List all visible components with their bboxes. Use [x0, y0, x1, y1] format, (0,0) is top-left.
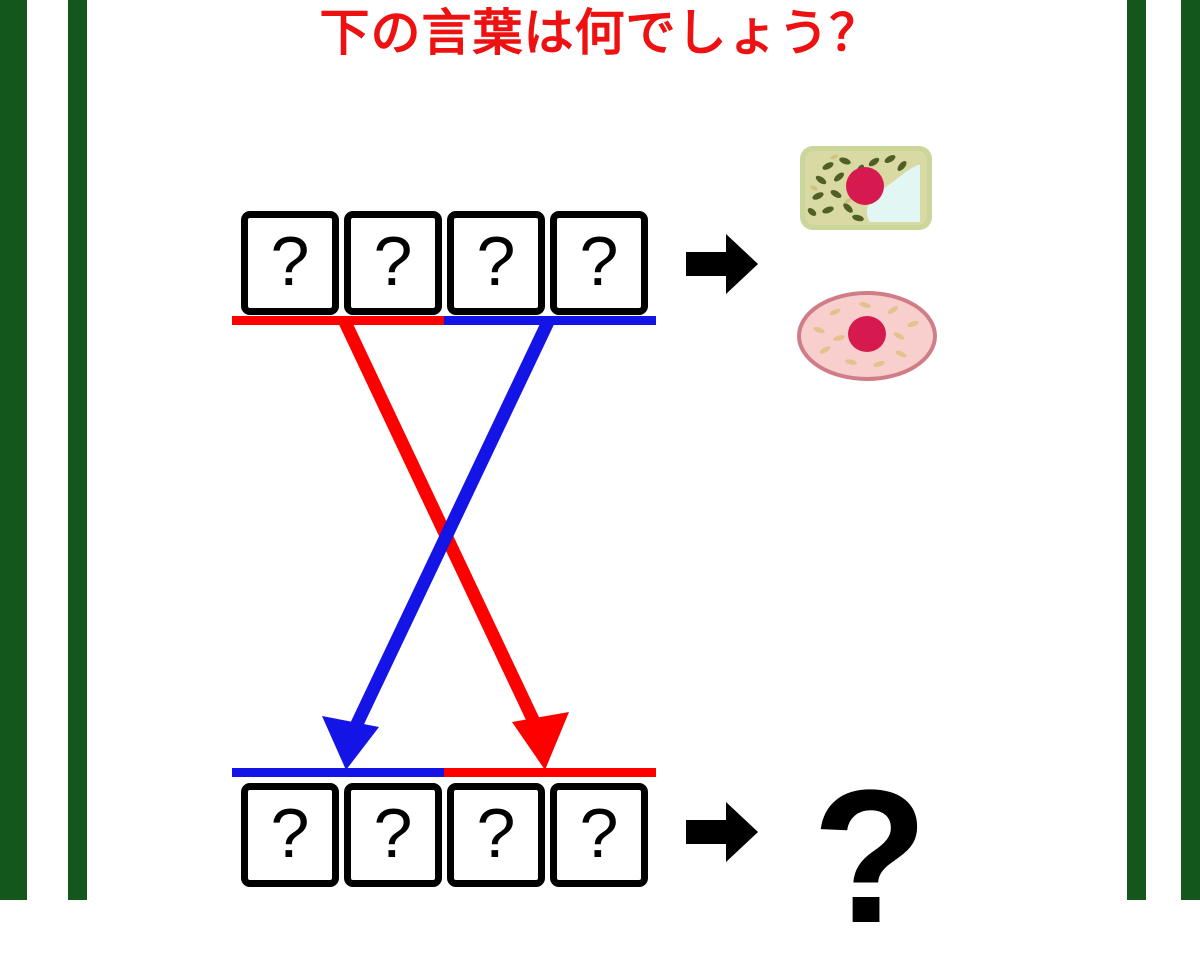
answer-placeholder: ? — [812, 751, 929, 963]
top-letter-box-1[interactable]: ? — [241, 211, 339, 315]
bottom-letter-box-3[interactable]: ? — [447, 783, 545, 887]
bottom-letter-box-1[interactable]: ? — [241, 783, 339, 887]
top-letter-box-4[interactable]: ? — [550, 211, 648, 315]
blue-swap-arrow — [322, 319, 554, 770]
top-letter-2-label: ? — [373, 222, 413, 300]
top-letter-box-2[interactable]: ? — [344, 211, 442, 315]
bottom-underline-right-segment — [444, 768, 656, 777]
bottom-letter-box-4[interactable]: ? — [550, 783, 648, 887]
swap-arrows-group — [322, 319, 569, 770]
top-letter-row: ? ? ? ? — [241, 211, 648, 315]
decorative-band-right-inner — [1127, 0, 1146, 900]
top-letter-1-label: ? — [270, 222, 310, 300]
top-underline-left-segment — [232, 316, 444, 325]
right-arrow-icon — [686, 802, 758, 862]
decorative-band-left-outer — [0, 0, 27, 900]
plant-cell-icon — [800, 146, 932, 230]
page-title: 下の言葉は何でしょう？ — [319, 5, 881, 61]
bottom-letter-box-2[interactable]: ? — [344, 783, 442, 887]
bottom-letter-row: ? ? ? ? — [241, 783, 648, 887]
bottom-underline-left-segment — [232, 768, 444, 777]
animal-cell-icon — [797, 291, 937, 381]
top-letter-box-3[interactable]: ? — [447, 211, 545, 315]
bottom-letter-4-label: ? — [579, 794, 619, 872]
right-arrow-icon — [686, 234, 758, 294]
decorative-band-right-outer — [1181, 0, 1200, 900]
bottom-letter-1-label: ? — [270, 794, 310, 872]
top-underline-right-segment — [444, 316, 656, 325]
top-letter-4-label: ? — [579, 222, 619, 300]
red-swap-arrow — [339, 319, 569, 770]
bottom-letter-3-label: ? — [476, 794, 516, 872]
bottom-letter-2-label: ? — [373, 794, 413, 872]
top-letter-3-label: ? — [476, 222, 516, 300]
decorative-band-left-inner — [68, 0, 87, 900]
